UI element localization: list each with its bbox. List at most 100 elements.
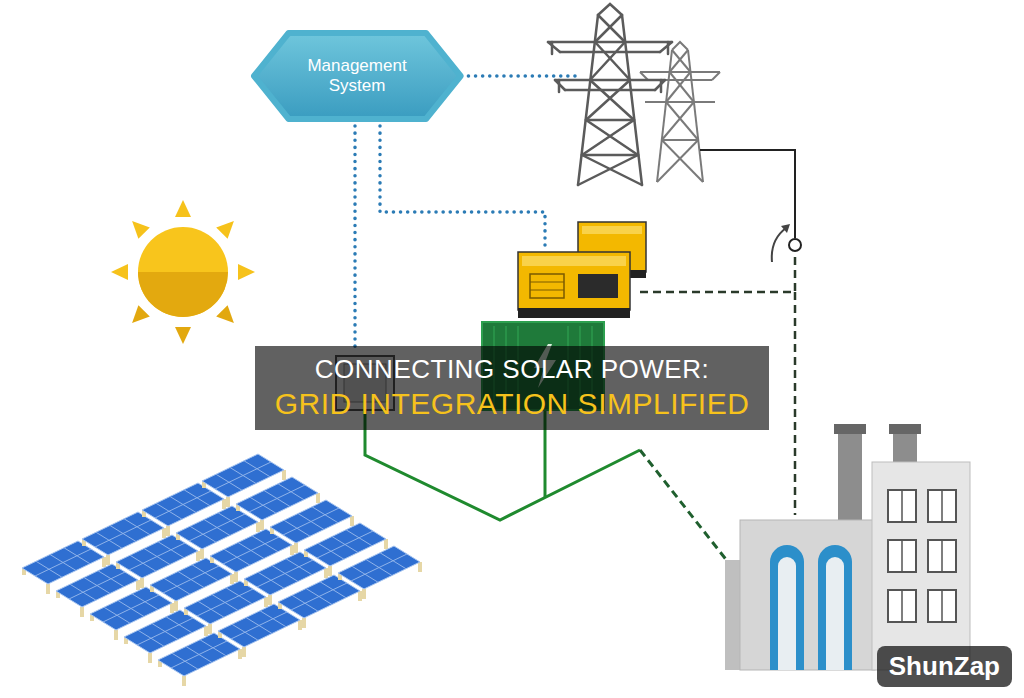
- pylon-brace: [662, 139, 698, 141]
- factory: [725, 424, 970, 670]
- chimney-cap: [889, 424, 921, 434]
- pylon-arm: [560, 51, 660, 54]
- pylon-arm: [712, 72, 720, 80]
- text-holder: CONNECTING SOLAR POWER:GRID INTEGRATION …: [275, 354, 750, 421]
- pylon-insulator: [551, 42, 554, 54]
- generator-line: [640, 252, 795, 292]
- pylon-brace: [590, 80, 634, 120]
- watermark: ShunZap: [877, 646, 1012, 687]
- factory-tank-inner: [826, 557, 844, 670]
- generator-top: [522, 256, 626, 266]
- pylon-brace: [666, 72, 690, 102]
- sun-ray: [132, 221, 150, 239]
- sun-ray: [111, 264, 128, 280]
- factory-tank-inner: [778, 557, 796, 670]
- pylon-brace: [595, 42, 630, 80]
- pylon-insulator: [558, 80, 561, 92]
- pylon-arm: [565, 89, 655, 92]
- solar-panel: [218, 604, 300, 657]
- pylon-peak: [672, 42, 688, 50]
- pylon-brace: [670, 50, 689, 72]
- pylon-brace: [578, 155, 638, 185]
- large-pylon: [548, 4, 672, 185]
- pylon-brace: [662, 102, 694, 140]
- control-line: [380, 126, 545, 250]
- generator-top: [582, 226, 642, 234]
- pylon-brace: [582, 120, 634, 155]
- generator-set: [518, 222, 646, 318]
- pylon-brace: [598, 15, 625, 42]
- factory-hall: [740, 520, 875, 670]
- sun-disc: [138, 227, 228, 317]
- factory-window: [928, 540, 956, 572]
- switch-arrowhead: [781, 224, 790, 233]
- node-heading: CONNECTING SOLAR POWER:: [315, 354, 709, 385]
- factory-window: [888, 490, 916, 522]
- factory-window: [928, 490, 956, 522]
- generator-grille: [530, 274, 564, 298]
- window-bar: [941, 540, 943, 572]
- pylon-arm: [640, 71, 720, 73]
- control-line: [353, 126, 357, 352]
- sun-icon: [111, 200, 255, 344]
- pylon-brace: [672, 50, 691, 72]
- management-hexagon: Management System: [250, 30, 465, 122]
- sun-shade: [138, 272, 228, 317]
- text-holder: Management System: [296, 56, 418, 97]
- grid-switch: [700, 150, 801, 262]
- solar-array: [22, 454, 420, 686]
- pylon-brace: [662, 140, 703, 182]
- factory-window: [888, 540, 916, 572]
- title-band: CONNECTING SOLAR POWER:GRID INTEGRATION …: [255, 346, 770, 429]
- factory-window: [928, 590, 956, 622]
- window-bar: [941, 590, 943, 622]
- sun-ray: [216, 305, 234, 323]
- sun-ray: [175, 200, 191, 217]
- grid-wire: [700, 150, 795, 238]
- factory-office: [872, 462, 970, 670]
- node-heading: Management System: [296, 56, 418, 97]
- generator-panel: [578, 274, 618, 298]
- generator-base: [518, 308, 630, 318]
- window-bar: [941, 490, 943, 522]
- pylon-leg: [688, 50, 703, 182]
- node-subheading: GRID INTEGRATION SIMPLIFIED: [275, 386, 750, 422]
- pylon-arm: [555, 79, 665, 82]
- sun-ray: [175, 327, 191, 344]
- generator-grille: [530, 290, 564, 291]
- pylon-brace: [666, 102, 698, 140]
- pylon-peak: [598, 4, 622, 15]
- solar-panel: [278, 575, 360, 628]
- generator-body: [518, 252, 630, 310]
- small-pylon: [640, 42, 720, 182]
- sun-ray: [216, 221, 234, 239]
- generator-grille: [530, 282, 564, 283]
- pylon-arm: [548, 42, 560, 52]
- factory-tank: [770, 545, 804, 670]
- hexagon-shape: [254, 33, 461, 119]
- window-bar: [901, 540, 903, 572]
- pylon-arm: [660, 42, 672, 52]
- chimney: [838, 432, 862, 527]
- sun-ray: [132, 305, 150, 323]
- pylon-brace: [586, 80, 630, 120]
- pylon-brace: [657, 140, 698, 182]
- sun-ray: [238, 264, 255, 280]
- factory-feed: [640, 450, 728, 562]
- pylon-insulator: [660, 80, 663, 92]
- factory-tank: [818, 545, 852, 670]
- pylon-insulator: [667, 42, 670, 54]
- solar-panel: [158, 633, 240, 686]
- pylon-brace: [582, 154, 638, 157]
- solar-panel: [338, 546, 420, 599]
- pylon-leg: [657, 50, 672, 182]
- pylon-arm: [645, 101, 715, 103]
- pylon-brace: [590, 42, 625, 80]
- pylon-arm: [548, 41, 672, 44]
- pylon-brace: [582, 155, 642, 185]
- factory-window: [888, 590, 916, 622]
- factory-line: [794, 292, 797, 515]
- pylon-brace: [586, 119, 634, 122]
- window-bar: [901, 590, 903, 622]
